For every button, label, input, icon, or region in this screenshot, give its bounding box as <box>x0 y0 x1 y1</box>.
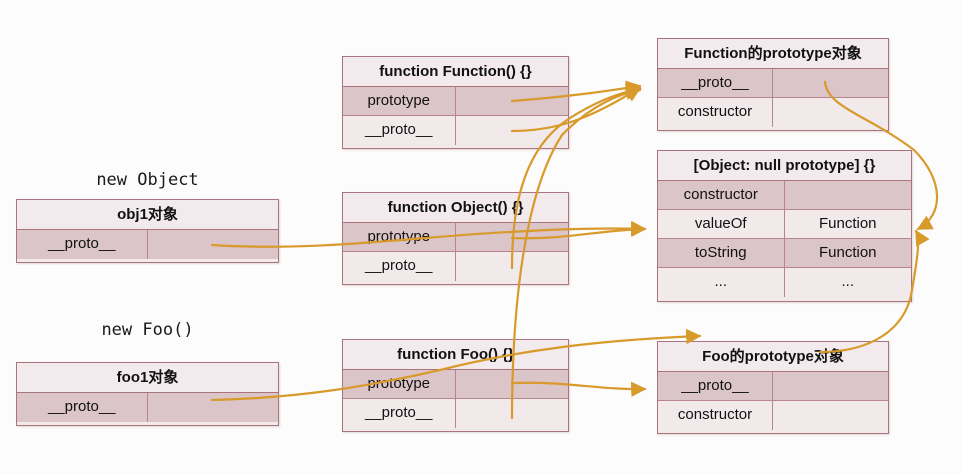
foo-prototype-value <box>456 370 569 398</box>
table-row: __proto__ <box>343 399 568 428</box>
foo-proto-value <box>456 399 569 428</box>
table-row: __proto__ <box>17 230 278 259</box>
function-prototype-object-constructor-value <box>773 98 888 127</box>
obj1-proto-value <box>148 230 279 259</box>
table-row: __proto__ <box>343 116 568 145</box>
foo1-proto-value <box>148 393 279 422</box>
table-row: constructor <box>658 401 888 430</box>
table-row: prototype <box>343 87 568 116</box>
function-proto-value <box>456 116 569 145</box>
box-foo1-title: foo1对象 <box>17 363 278 393</box>
box-object-constructor: function Object() {} prototype __proto__ <box>342 192 569 285</box>
foo-proto-key: __proto__ <box>343 399 456 428</box>
box-foo-constructor-title: function Foo() {} <box>343 340 568 370</box>
foo1-proto-key: __proto__ <box>17 393 148 422</box>
foo-prototype-object-constructor-key: constructor <box>658 401 773 430</box>
box-function-prototype-object-title: Function的prototype对象 <box>658 39 888 69</box>
box-object-constructor-title: function Object() {} <box>343 193 568 223</box>
box-function-constructor: function Function() {} prototype __proto… <box>342 56 569 149</box>
object-prototype-key: prototype <box>343 223 456 251</box>
object-prototype-value <box>456 223 569 251</box>
function-prototype-object-proto-value <box>773 69 888 97</box>
box-foo-prototype-object-title: Foo的prototype对象 <box>658 342 888 372</box>
foo-prototype-object-proto-value <box>773 372 888 400</box>
table-row: constructor <box>658 181 911 210</box>
foo-prototype-key: prototype <box>343 370 456 398</box>
table-row: ... ... <box>658 268 911 297</box>
table-row: __proto__ <box>343 252 568 281</box>
table-row: prototype <box>343 370 568 399</box>
null-prototype-constructor-value <box>785 181 912 209</box>
box-obj1: obj1对象 __proto__ <box>16 199 279 263</box>
box-foo1: foo1对象 __proto__ <box>16 362 279 426</box>
object-proto-value <box>456 252 569 281</box>
function-proto-key: __proto__ <box>343 116 456 145</box>
null-prototype-tostring-value: Function <box>818 244 877 261</box>
table-row: constructor <box>658 98 888 127</box>
null-prototype-ellipsis-value: ... <box>841 273 854 290</box>
box-function-prototype-object: Function的prototype对象 __proto__ construct… <box>657 38 889 131</box>
box-null-prototype-object-title: [Object: null prototype] {} <box>658 151 911 181</box>
box-function-constructor-title: function Function() {} <box>343 57 568 87</box>
table-row: __proto__ <box>658 372 888 401</box>
null-prototype-valueof-value: Function <box>818 215 877 232</box>
null-prototype-ellipsis-key: ... <box>658 268 785 297</box>
null-prototype-constructor-key: constructor <box>658 181 785 209</box>
function-prototype-value <box>456 87 569 115</box>
null-prototype-valueof-key: valueOf <box>658 210 785 238</box>
box-foo-prototype-object: Foo的prototype对象 __proto__ constructor <box>657 341 889 434</box>
table-row: valueOf Function <box>658 210 911 239</box>
function-prototype-object-constructor-key: constructor <box>658 98 773 127</box>
box-null-prototype-object: [Object: null prototype] {} constructor … <box>657 150 912 302</box>
obj1-proto-key: __proto__ <box>17 230 148 259</box>
object-proto-key: __proto__ <box>343 252 456 281</box>
function-prototype-object-proto-key: __proto__ <box>658 69 773 97</box>
table-row: __proto__ <box>17 393 278 422</box>
foo-prototype-object-proto-key: __proto__ <box>658 372 773 400</box>
foo-prototype-object-constructor-value <box>773 401 888 430</box>
function-prototype-key: prototype <box>343 87 456 115</box>
table-row: __proto__ <box>658 69 888 98</box>
null-prototype-tostring-key: toString <box>658 239 785 267</box>
box-foo-constructor: function Foo() {} prototype __proto__ <box>342 339 569 432</box>
table-row: prototype <box>343 223 568 252</box>
box-obj1-title: obj1对象 <box>17 200 278 230</box>
caption-new-object: new Object <box>96 170 199 190</box>
caption-new-foo: new Foo() <box>101 320 194 340</box>
table-row: toString Function <box>658 239 911 268</box>
